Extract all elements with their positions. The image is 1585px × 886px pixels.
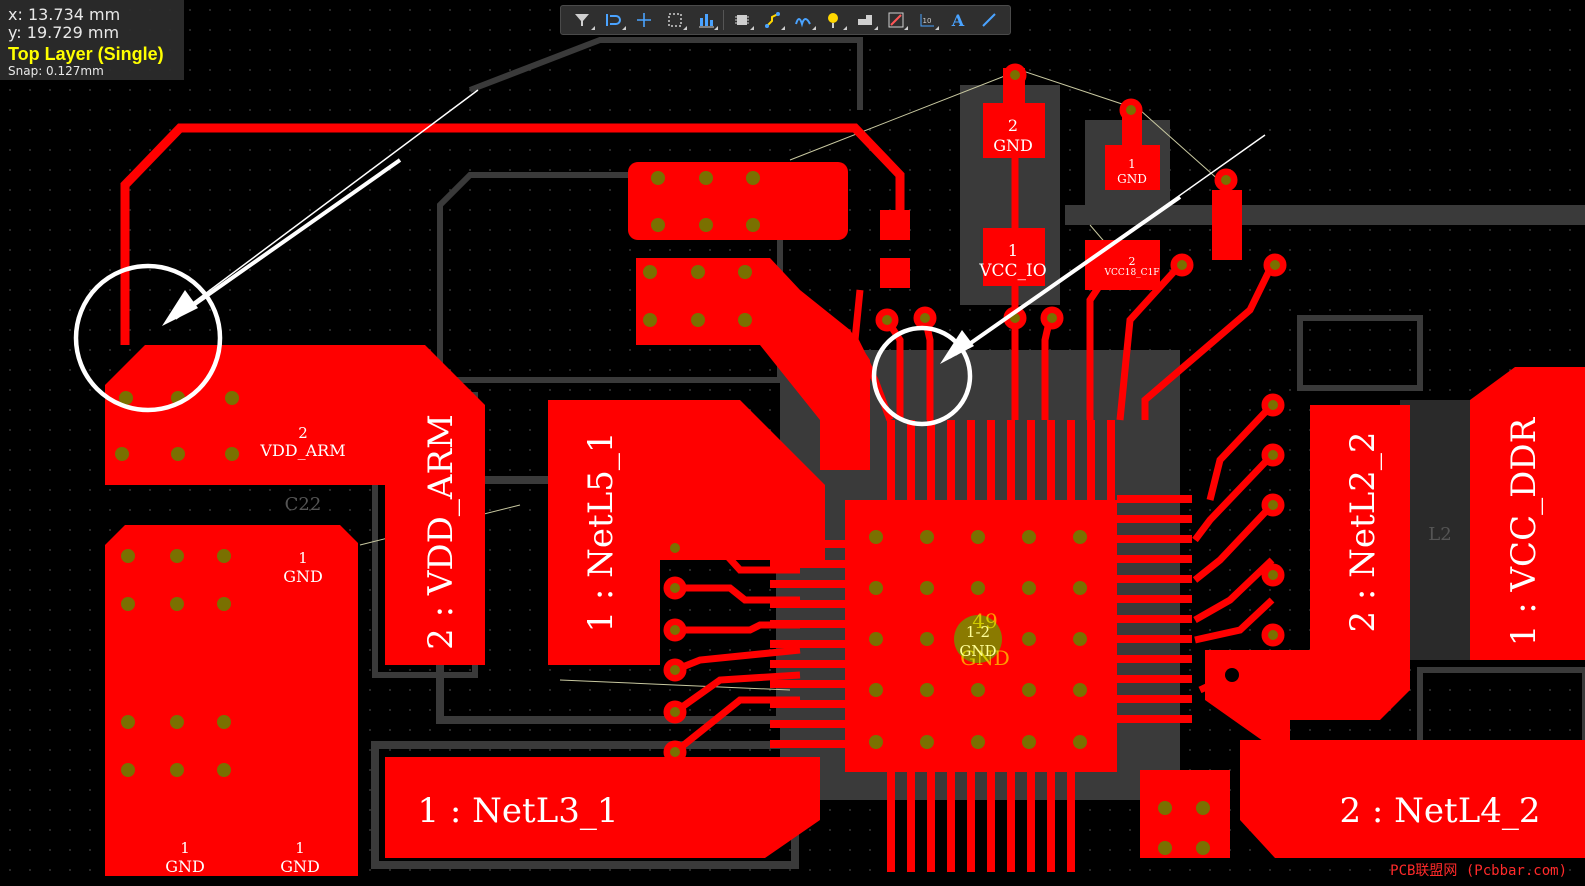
interactive-route-icon xyxy=(764,12,780,28)
gnd-top-2-number: 2 xyxy=(1008,116,1018,135)
component-button[interactable] xyxy=(726,7,757,33)
gnd-top-1-net: GND xyxy=(1117,172,1147,186)
snap-grid: Snap: 0.127mm xyxy=(8,64,104,78)
cross-probe-icon xyxy=(637,13,652,27)
gnd-bottom-1-net: GND xyxy=(165,857,205,876)
pin-button[interactable] xyxy=(819,7,850,33)
vias xyxy=(115,63,1287,855)
svg-text:10: 10 xyxy=(922,17,931,25)
polygon-icon xyxy=(858,15,873,25)
dimension-icon xyxy=(888,12,904,28)
line-icon xyxy=(981,13,996,27)
center-pad-number: 49 xyxy=(972,609,997,633)
watermark: PCB联盟网 (Pcbbar.com) xyxy=(1390,863,1567,879)
string-icon: 10 xyxy=(920,14,934,27)
text-button[interactable]: A xyxy=(942,7,973,33)
x-coordinate: x: 13.734 mm xyxy=(8,5,121,24)
filter-button[interactable] xyxy=(567,7,598,33)
filter-icon xyxy=(575,14,590,26)
netl3-label: 1 : NetL3_1 xyxy=(417,791,618,831)
netl4-label: 2 : NetL4_2 xyxy=(1339,791,1540,831)
y-coordinate: y: 19.729 mm xyxy=(8,23,120,42)
diff-pair-button[interactable] xyxy=(788,7,819,33)
gnd-bottom-1-number: 1 xyxy=(180,839,190,857)
copper-labels: 2 VDD_ARM 1 GND 1 GND 1 GND 2 GND 1 GND … xyxy=(165,116,1544,876)
arrow-heads xyxy=(162,290,974,364)
diff-pair-icon xyxy=(795,18,812,28)
gnd-top-1-number: 1 xyxy=(1128,157,1136,171)
string-button[interactable]: 10 xyxy=(911,7,942,33)
via-label-net: GND xyxy=(959,642,996,660)
l2-designator: L2 xyxy=(1428,524,1451,545)
vdd-arm-pad-net: VDD_ARM xyxy=(259,441,345,460)
gnd-top-2-net: GND xyxy=(993,136,1033,155)
coordinate-hud: x: 13.734 mm y: 19.729 mm Top Layer (Sin… xyxy=(0,0,184,80)
active-layer: Top Layer (Single) xyxy=(8,44,164,64)
cross-probe-button[interactable] xyxy=(629,7,660,33)
select-rect-icon xyxy=(668,13,682,27)
vcc-io-number: 1 xyxy=(1008,241,1018,260)
annotation-circle-right xyxy=(871,325,973,427)
gnd-pad-number: 1 xyxy=(298,549,308,567)
center-pad-net: GND xyxy=(960,646,1010,670)
align-icon xyxy=(698,14,714,28)
vdd-arm-inductor-label: 2 : VDD_ARM xyxy=(421,414,461,650)
select-button[interactable] xyxy=(660,7,691,33)
line-button[interactable] xyxy=(973,7,1004,33)
pin-icon xyxy=(828,13,839,28)
component-icon xyxy=(734,15,749,25)
netl2-label: 2 : NetL2_2 xyxy=(1343,431,1383,632)
center-gnd-via xyxy=(954,615,1002,663)
align-button[interactable] xyxy=(690,7,721,33)
gnd-bottom-2-number: 1 xyxy=(295,839,305,857)
qfn-top-pins xyxy=(887,420,1115,500)
annotation-circle-left xyxy=(73,263,223,413)
gnd-bottom-2-net: GND xyxy=(280,857,320,876)
toolbar-separator xyxy=(723,10,725,30)
c22-designator: C22 xyxy=(285,494,322,515)
svg-text:A: A xyxy=(950,11,964,29)
copper-top-layer xyxy=(105,68,1585,876)
interactive-route-button[interactable] xyxy=(757,7,788,33)
vcc-io-net: VCC_IO xyxy=(978,261,1046,281)
text-icon: A xyxy=(950,11,964,29)
route-icon xyxy=(606,14,622,26)
dimension-button[interactable] xyxy=(881,7,912,33)
polygon-button[interactable] xyxy=(850,7,881,33)
via-label-number: 1-2 xyxy=(966,623,990,641)
vcc18-number: 2 xyxy=(1129,255,1136,268)
active-bar-toolbar: 10 A xyxy=(560,5,1011,35)
vcc18-net: VCC18_C1F xyxy=(1103,268,1159,278)
snap-button[interactable] xyxy=(598,7,629,33)
annotations xyxy=(73,89,1266,427)
vdd-arm-pad-number: 2 xyxy=(298,424,308,442)
netl5-label: 1 : NetL5_1 xyxy=(581,431,621,632)
gnd-pad-net: GND xyxy=(283,567,323,586)
vcc-ddr-label: 1 : VCC_DDR xyxy=(1504,416,1544,646)
